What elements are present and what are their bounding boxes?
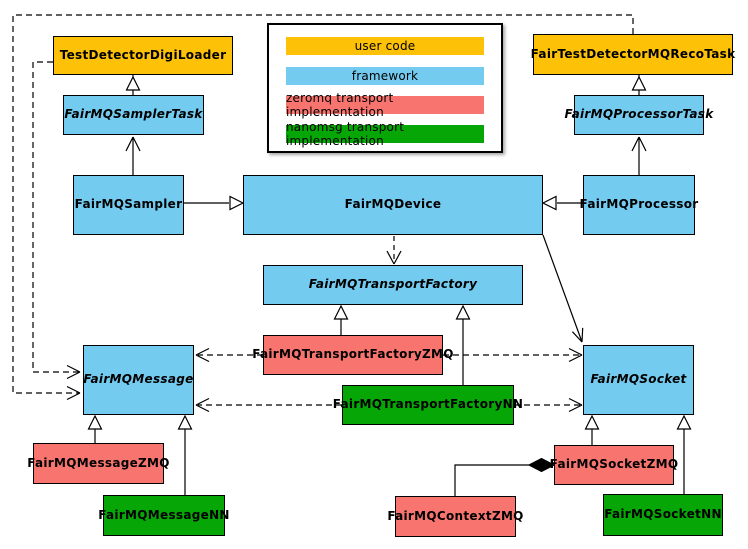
class-box-fairmqmessagenn: FairMQMessageNN — [98, 495, 229, 536]
class-name: FairMQProcessor — [579, 197, 699, 212]
edge-socketzmq-socket-generalization — [584, 414, 600, 445]
class-box-fairmqtransportfactoryzmq: FairMQTransportFactoryZMQ — [252, 335, 453, 375]
legend-item-nanomsg: nanomsg transport implementation — [286, 120, 484, 148]
edge-processortask-recotask-generalization — [631, 75, 647, 95]
edge-tfnn-socket-dependency — [514, 397, 583, 413]
class-name: FairMQMessageZMQ — [27, 455, 170, 470]
class-box-fairmqsampler: FairMQSampler — [73, 175, 184, 235]
class-name: FairMQSampler — [74, 197, 183, 212]
class-box-fairmqtransportfactorynn: FairMQTransportFactoryNN — [333, 385, 523, 425]
edge-device-socket — [542, 234, 584, 343]
class-name: FairTestDetectorMQRecoTask — [530, 46, 736, 61]
edge-contextzmq-socketzmq-composition — [454, 457, 556, 496]
class-name: TestDetectorDigiLoader — [59, 47, 227, 62]
class-box-fairmqprocessortask: FairMQProcessorTask — [564, 95, 713, 135]
edge-tfnn-message-dependency — [195, 397, 342, 413]
class-box-testdetectordigiloader: TestDetectorDigiLoader — [53, 36, 233, 75]
class-box-fairmqdevice: FairMQDevice — [243, 175, 543, 235]
edge-processor-processortask — [631, 136, 647, 175]
class-name: FairMQSocketZMQ — [549, 457, 679, 472]
legend-label: nanomsg transport implementation — [286, 120, 405, 148]
class-name: FairMQSamplerTask — [64, 107, 203, 122]
class-name: FairMQTransportFactory — [308, 277, 478, 292]
class-box-fairmqsocketzmq: FairMQSocketZMQ — [550, 445, 678, 485]
edge-samplertask-digiloader-generalization — [125, 75, 141, 95]
class-box-fairmqmessagezmq: FairMQMessageZMQ — [27, 443, 170, 484]
edge-tfzmq-transportfactory-generalization — [333, 304, 349, 335]
legend-label: zeromq transport implementation — [286, 91, 394, 119]
edge-tfnn-transportfactory-generalization — [455, 304, 471, 385]
class-name: FairMQTransportFactoryZMQ — [252, 347, 454, 362]
class-box-fairmqsocket: FairMQSocket — [583, 345, 694, 415]
legend-item-user-code: user code — [286, 37, 484, 55]
edge-tfzmq-socket-dependency — [443, 347, 583, 363]
edge-tfzmq-message-dependency — [195, 347, 263, 363]
class-box-fairmqprocessor: FairMQProcessor — [580, 175, 698, 235]
legend-label: user code — [354, 39, 416, 53]
edge-device-transportfactory-dependency — [386, 236, 402, 265]
edge-messagezmq-message-generalization — [87, 414, 103, 443]
edge-recotask-depends-message — [12, 14, 634, 401]
class-box-fairmqsocketnn: FairMQSocketNN — [603, 494, 723, 536]
edge-processor-device-generalization — [541, 195, 583, 211]
class-name: FairMQDevice — [344, 197, 442, 212]
class-name: FairMQSocket — [590, 372, 687, 387]
edge-socketnn-socket-generalization — [676, 414, 692, 494]
class-box-fairmqcontextzmq: FairMQContextZMQ — [387, 496, 523, 537]
class-name: FairMQSocketNN — [604, 507, 722, 522]
legend-item-zeromq: zeromq transport implementation — [286, 91, 484, 119]
class-name: FairMQMessageNN — [98, 507, 230, 522]
legend-label: framework — [351, 69, 419, 83]
edge-sampler-samplertask — [125, 136, 141, 175]
class-name: FairMQMessage — [83, 372, 194, 387]
legend: user code framework zeromq transport imp… — [267, 23, 503, 153]
class-box-fairmqtransportfactory: FairMQTransportFactory — [263, 265, 523, 305]
class-box-fairmqsamplertask: FairMQSamplerTask — [63, 95, 204, 135]
edge-sampler-device-generalization — [184, 195, 245, 211]
class-name: FairMQProcessorTask — [564, 107, 714, 122]
legend-item-framework: framework — [286, 67, 484, 85]
edge-messagenn-message-generalization — [177, 414, 193, 495]
class-name: FairMQContextZMQ — [387, 508, 524, 523]
class-box-fairmqmessage: FairMQMessage — [83, 345, 194, 415]
class-box-fairtestdetectormqrecotask: FairTestDetectorMQRecoTask — [530, 34, 736, 75]
edge-digiloader-depends-message — [32, 61, 81, 380]
class-name: FairMQTransportFactoryNN — [332, 397, 524, 412]
